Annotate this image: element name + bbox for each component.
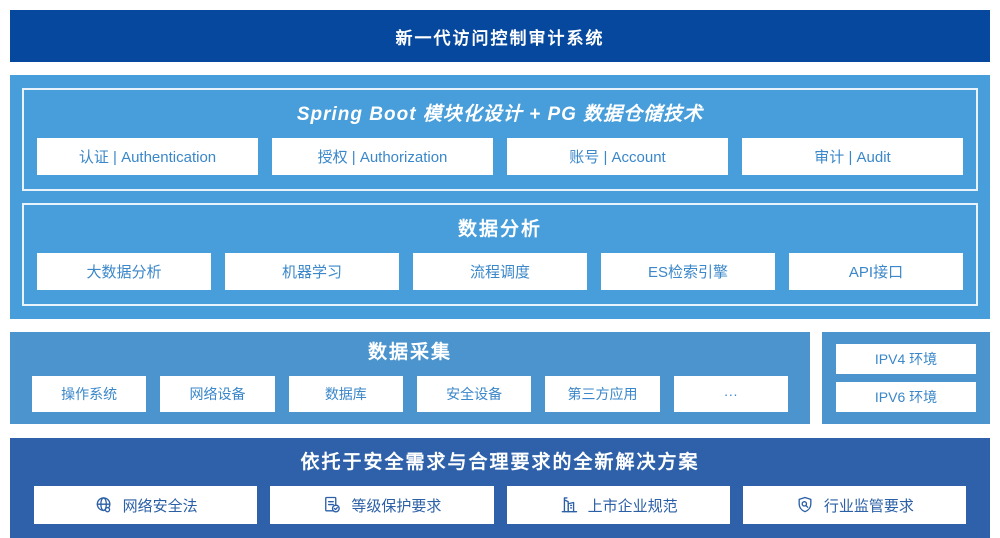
solution-label: 行业监管要求	[823, 497, 914, 515]
springboot-section-title: Spring Boot 模块化设计 + PG 数据仓储技术	[296, 104, 704, 125]
module-box-authentication: 认证 | Authentication	[37, 138, 258, 175]
solution-panel: 依托于安全需求与合理要求的全新解决方案 网络安全法	[10, 438, 990, 538]
env-box-ipv4: IPV4 环境	[836, 344, 976, 374]
source-box-third-party: 第三方应用	[545, 376, 660, 412]
module-box-machine-learning: 机器学习	[225, 253, 399, 290]
source-box-os: 操作系统	[32, 376, 147, 412]
data-collection-row: 操作系统 网络设备 数据库 安全设备 第三方应用 ···	[32, 376, 788, 412]
module-box-account: 账号 | Account	[507, 138, 728, 175]
module-box-bigdata: 大数据分析	[37, 253, 211, 290]
solution-box-listed-company: 上市企业规范	[506, 486, 730, 524]
source-box-security-device: 安全设备	[416, 376, 532, 412]
shield-search-icon	[795, 495, 815, 515]
solution-box-industry-regulation: 行业监管要求	[742, 486, 966, 524]
solution-label: 网络安全法	[122, 497, 198, 515]
data-collection-title: 数据采集	[367, 342, 452, 363]
solution-box-cybersecurity-law: 网络安全法	[34, 486, 258, 524]
source-box-network-device: 网络设备	[160, 376, 275, 412]
solution-label: 等级保护要求	[351, 497, 442, 515]
data-analysis-module-row: 大数据分析 机器学习 流程调度 ES检索引擎 API接口	[37, 253, 963, 290]
springboot-section: Spring Boot 模块化设计 + PG 数据仓储技术 认证 | Authe…	[22, 88, 978, 191]
platform-panel: Spring Boot 模块化设计 + PG 数据仓储技术 认证 | Authe…	[10, 75, 990, 319]
solution-title: 依托于安全需求与合理要求的全新解决方案	[300, 452, 700, 473]
module-box-api: API接口	[789, 253, 963, 290]
source-box-database: 数据库	[288, 376, 403, 412]
building-icon	[559, 495, 579, 515]
solution-box-classified-protection: 等级保护要求	[270, 486, 494, 524]
document-check-icon	[322, 495, 342, 515]
source-box-ellipsis: ···	[673, 376, 788, 412]
globe-icon	[94, 495, 114, 515]
page-title: 新一代访问控制审计系统	[395, 28, 605, 48]
module-box-es-search: ES检索引擎	[601, 253, 775, 290]
environment-panel: IPV4 环境 IPV6 环境	[822, 332, 990, 424]
header-bar: 新一代访问控制审计系统	[10, 10, 990, 62]
data-analysis-section: 数据分析 大数据分析 机器学习 流程调度 ES检索引擎 API接口	[22, 203, 978, 306]
solution-row: 网络安全法 等级保护要求	[34, 486, 966, 524]
springboot-module-row: 认证 | Authentication 授权 | Authorization 账…	[37, 138, 963, 175]
middle-band: 数据采集 操作系统 网络设备 数据库 安全设备 第三方应用 ··· IPV4 环…	[10, 332, 990, 424]
data-analysis-section-title: 数据分析	[457, 219, 542, 240]
env-box-ipv6: IPV6 环境	[836, 382, 976, 412]
module-box-authorization: 授权 | Authorization	[272, 138, 493, 175]
data-collection-panel: 数据采集 操作系统 网络设备 数据库 安全设备 第三方应用 ···	[10, 332, 810, 424]
module-box-workflow: 流程调度	[413, 253, 587, 290]
solution-label: 上市企业规范	[587, 497, 678, 515]
module-box-audit: 审计 | Audit	[742, 138, 963, 175]
